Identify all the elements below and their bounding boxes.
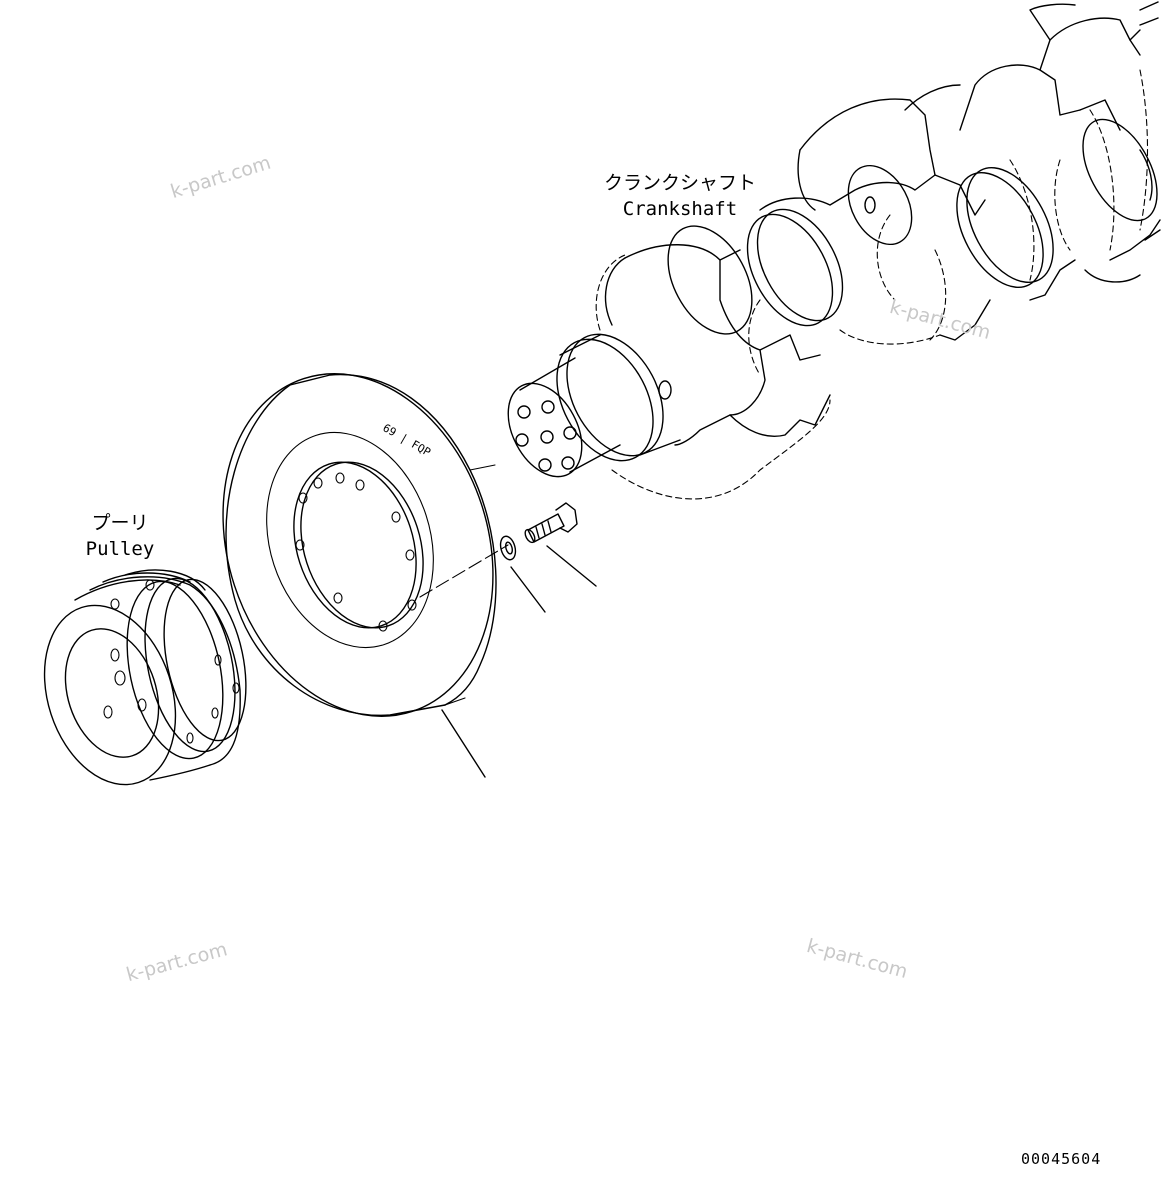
crankshaft-label-jp: クランクシャフト <box>603 172 756 194</box>
document-number: 00045604 <box>1021 1150 1102 1168</box>
crankshaft-web-edges <box>730 150 1160 436</box>
crankshaft-counterweight-1 <box>606 245 820 445</box>
pulley-label-en: Pulley <box>85 538 155 560</box>
crankshaft-journals <box>651 107 1163 348</box>
vibration-damper <box>180 338 535 751</box>
pulley-label-jp: プーリ <box>91 512 149 534</box>
crankshaft-label-en: Crankshaft <box>622 198 738 220</box>
leader-line-bolt <box>547 546 596 586</box>
crankshaft-collar <box>537 318 682 477</box>
washer <box>498 535 518 562</box>
damper-bolt-holes <box>296 473 416 631</box>
crankshaft-counterweight-3 <box>905 4 1140 130</box>
assembly-center-line <box>420 545 508 597</box>
bolt <box>523 503 577 544</box>
leader-line-washer <box>511 567 545 612</box>
pulley <box>23 570 260 802</box>
pulley-holes <box>104 580 239 743</box>
crankshaft-edge-mark <box>1140 2 1160 240</box>
damper-marking: 69 | FQP <box>381 421 434 459</box>
leader-line-damper <box>442 710 485 777</box>
crankshaft <box>493 4 1163 499</box>
